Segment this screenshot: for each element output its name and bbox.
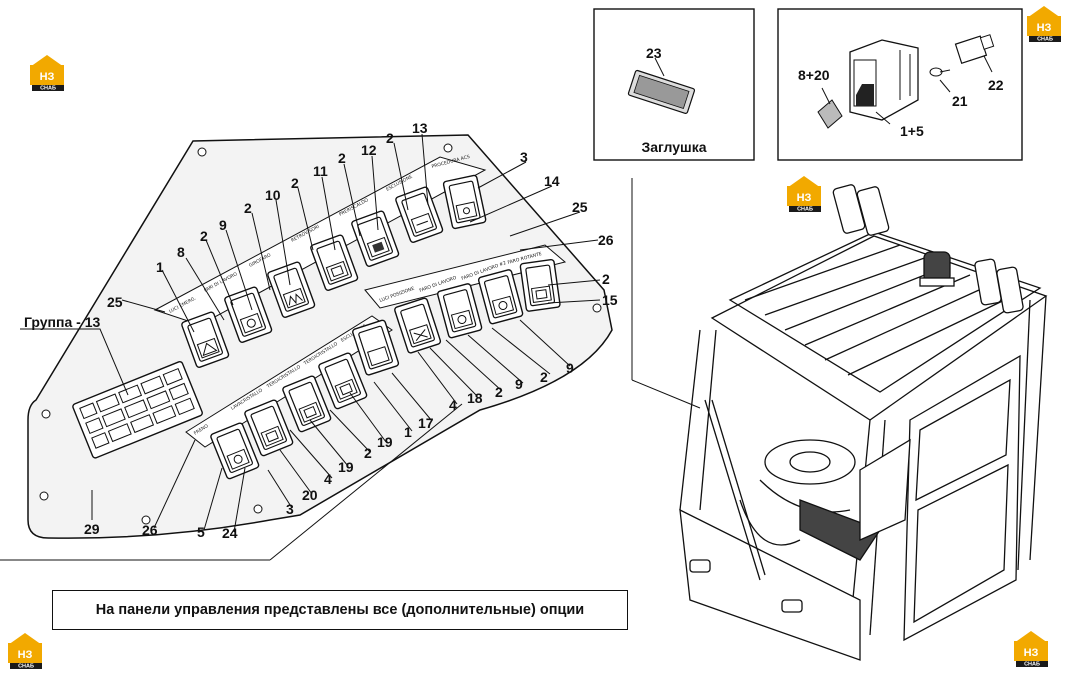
- svg-text:12: 12: [361, 142, 377, 158]
- svg-text:22: 22: [988, 77, 1004, 93]
- callout-labels: 1 8 2 9 2 10 2 11 2 12 2 13 3 14 25 26 2…: [24, 120, 618, 541]
- svg-text:25: 25: [572, 199, 588, 215]
- brand-logo-bottomright: НЗ СНАБ: [1014, 631, 1048, 668]
- svg-text:26: 26: [598, 232, 614, 248]
- options-note: На панели управления представлены все (д…: [52, 590, 628, 630]
- rocker-switch: [394, 185, 445, 244]
- svg-text:1: 1: [156, 259, 164, 275]
- rocker-switch: [519, 258, 562, 313]
- svg-text:24: 24: [222, 525, 238, 541]
- group-13-label: Группа - 13: [24, 314, 100, 330]
- svg-text:3: 3: [286, 501, 294, 517]
- svg-text:НЗ: НЗ: [18, 649, 33, 661]
- svg-text:2: 2: [495, 384, 503, 400]
- rocker-switch: [350, 209, 401, 268]
- svg-text:5: 5: [197, 524, 205, 540]
- svg-text:2: 2: [364, 445, 372, 461]
- svg-text:2: 2: [291, 175, 299, 191]
- svg-text:СНАБ: СНАБ: [1037, 37, 1053, 43]
- svg-text:20: 20: [302, 487, 318, 503]
- inset-cap: 23 Заглушка: [593, 8, 755, 161]
- svg-text:10: 10: [265, 187, 281, 203]
- svg-text:СНАБ: СНАБ: [1024, 662, 1040, 668]
- keypad-group-13: [72, 361, 203, 459]
- rocker-switch: [477, 268, 524, 326]
- leader-lines: [20, 133, 601, 533]
- rocker-switch: [209, 421, 261, 481]
- svg-text:2: 2: [602, 271, 610, 287]
- svg-text:9: 9: [566, 360, 574, 376]
- svg-text:26: 26: [142, 522, 158, 538]
- svg-text:9: 9: [219, 217, 227, 233]
- rocker-switch: [436, 282, 483, 340]
- cab-illustration: [679, 184, 1048, 661]
- svg-text:4: 4: [324, 471, 332, 487]
- brand-logo-cab: НЗ СНАБ: [787, 176, 821, 213]
- svg-text:8+20: 8+20: [798, 67, 830, 83]
- rocker-switch: [266, 260, 317, 319]
- rocker-switch: [442, 174, 487, 230]
- svg-text:14: 14: [544, 173, 560, 189]
- svg-text:19: 19: [377, 434, 393, 450]
- rocker-switch: [223, 285, 274, 344]
- svg-text:1: 1: [404, 424, 412, 440]
- panel-frame: [0, 178, 701, 561]
- svg-text:НЗ: НЗ: [1024, 647, 1039, 659]
- svg-text:19: 19: [338, 459, 354, 475]
- brand-logo-topleft: НЗ СНАБ: [30, 55, 64, 92]
- svg-text:3: 3: [520, 149, 528, 165]
- svg-text:21: 21: [952, 93, 968, 109]
- rocker-switch: [281, 374, 333, 434]
- svg-text:15: 15: [602, 292, 618, 308]
- svg-text:29: 29: [84, 521, 100, 537]
- svg-text:1+5: 1+5: [900, 123, 924, 139]
- svg-text:2: 2: [386, 130, 394, 146]
- rocker-switch: [393, 296, 442, 355]
- brand-logo-bottomleft: НЗ СНАБ: [8, 633, 42, 670]
- svg-text:СНАБ: СНАБ: [18, 664, 34, 670]
- svg-text:2: 2: [200, 228, 208, 244]
- svg-text:НЗ: НЗ: [40, 71, 55, 83]
- svg-text:9: 9: [515, 376, 523, 392]
- svg-text:СНАБ: СНАБ: [40, 86, 56, 92]
- svg-text:8: 8: [177, 244, 185, 260]
- svg-text:НЗ: НЗ: [797, 192, 812, 204]
- svg-text:13: 13: [412, 120, 428, 136]
- svg-text:2: 2: [244, 200, 252, 216]
- rocker-switch: [180, 310, 231, 369]
- svg-text:2: 2: [338, 150, 346, 166]
- rocker-switch: [317, 351, 369, 411]
- svg-text:4: 4: [449, 397, 457, 413]
- svg-text:17: 17: [418, 415, 434, 431]
- inset-switch: 8+20 21 22 1+5: [777, 8, 1023, 161]
- svg-text:СНАБ: СНАБ: [797, 207, 813, 213]
- svg-text:2: 2: [540, 369, 548, 385]
- svg-text:11: 11: [313, 163, 328, 179]
- svg-text:НЗ: НЗ: [1037, 22, 1052, 34]
- svg-text:23: 23: [646, 45, 662, 61]
- svg-text:18: 18: [467, 390, 483, 406]
- rocker-switch: [309, 233, 360, 292]
- svg-text:25: 25: [107, 294, 123, 310]
- brand-logo-topright: НЗ СНАБ: [1027, 6, 1061, 43]
- control-panel: LUCI EMERG. FARI DI LAVORO GIROFARO RETR…: [27, 134, 613, 539]
- rocker-switch: [243, 398, 295, 458]
- svg-text:Заглушка: Заглушка: [642, 139, 707, 155]
